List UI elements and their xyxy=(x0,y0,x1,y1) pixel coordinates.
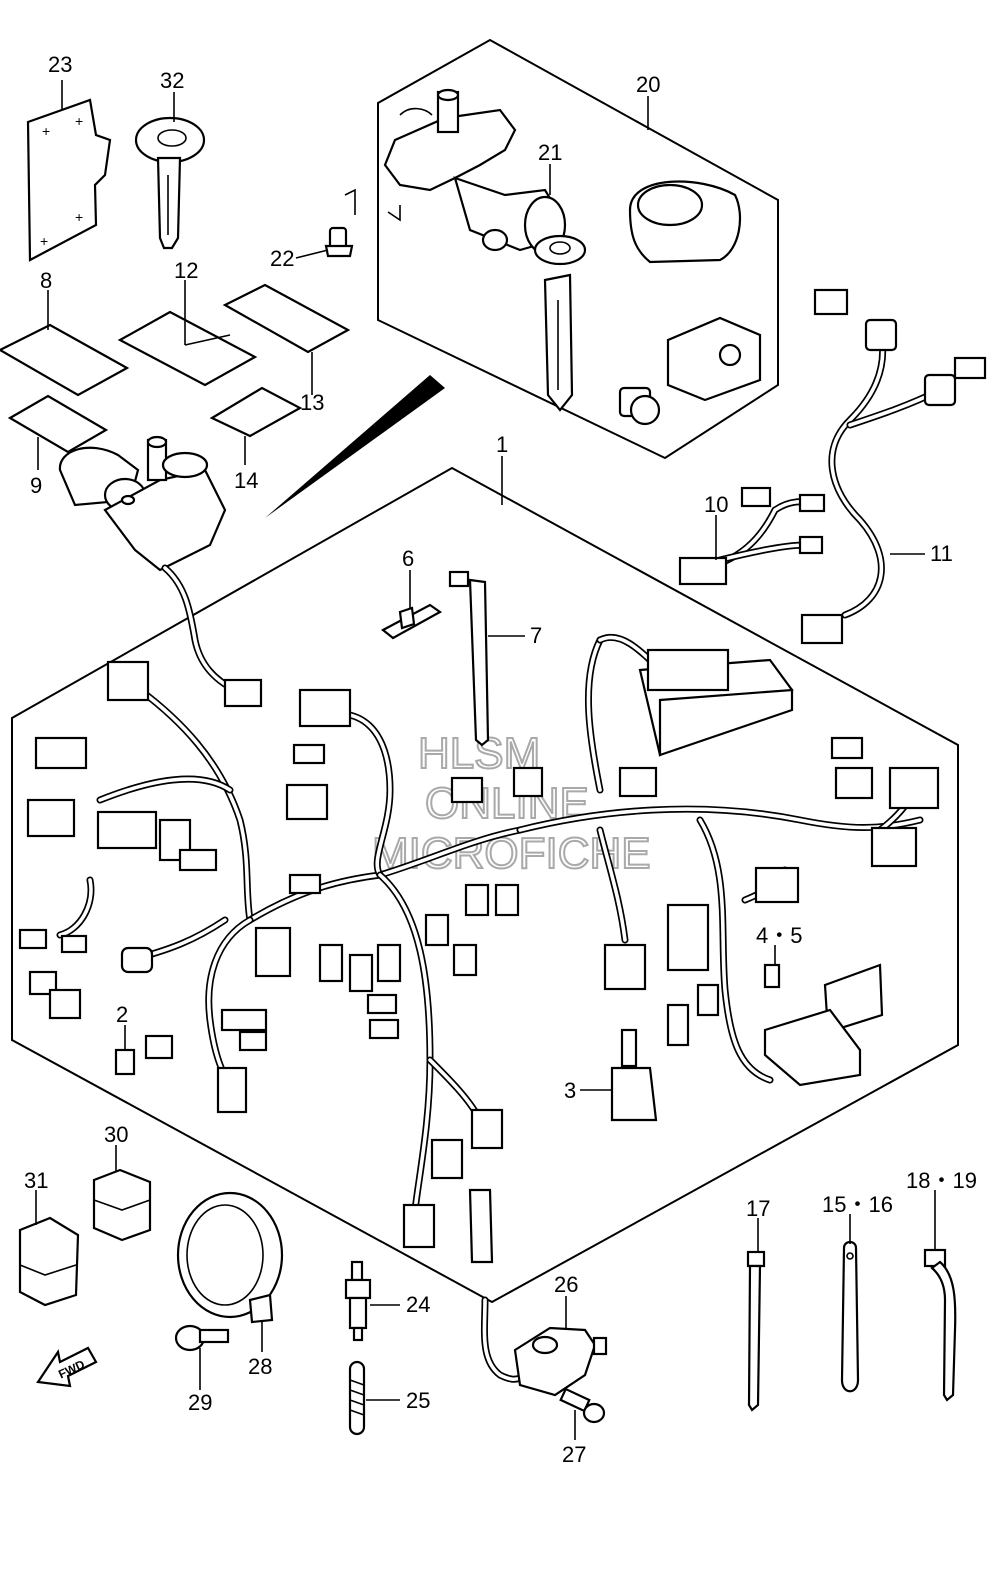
label-part-8 xyxy=(0,323,130,397)
ignition-switch-set-part-20 xyxy=(383,88,762,426)
callout-31: 31 xyxy=(24,1168,48,1193)
callout-12: 12 xyxy=(174,258,198,283)
svg-text:+: + xyxy=(40,233,48,249)
bolt-part-27 xyxy=(559,1387,606,1424)
direction-wedge-icon xyxy=(265,375,445,518)
fuse-box-part-4-5 xyxy=(763,963,884,1087)
ignition-switch-set-frame xyxy=(377,38,779,460)
callout-29: 29 xyxy=(188,1390,212,1415)
key-part-32 xyxy=(134,116,206,250)
callout-28: 28 xyxy=(248,1354,272,1379)
callout-21: 21 xyxy=(538,140,562,165)
callout-30: 30 xyxy=(104,1122,128,1147)
switch-part-24 xyxy=(344,1260,372,1342)
callout-8: 8 xyxy=(40,268,52,293)
main-harness-frame xyxy=(11,466,959,1304)
horn-part-28 xyxy=(176,1191,284,1324)
svg-text:+: + xyxy=(75,209,83,225)
callout-9: 9 xyxy=(30,473,42,498)
sensor-part-3 xyxy=(610,1028,658,1122)
callout-15-16: 15・16 xyxy=(822,1192,893,1217)
band-part-7 xyxy=(448,570,490,747)
callout-20: 20 xyxy=(636,72,660,97)
callout-11: 11 xyxy=(930,541,953,566)
callout-13: 13 xyxy=(300,390,324,415)
callout-10: 10 xyxy=(704,492,728,517)
callout-2: 2 xyxy=(116,1002,128,1027)
cable-tie-part-18-19 xyxy=(923,1248,957,1402)
relay-part-30 xyxy=(92,1168,152,1242)
svg-text:+: + xyxy=(42,123,50,139)
callout-3: 3 xyxy=(564,1078,576,1103)
callout-1: 1 xyxy=(496,432,508,457)
clamp-part-6 xyxy=(381,603,443,640)
connector-part-2 xyxy=(114,1048,136,1076)
cable-tie-part-17 xyxy=(746,1250,766,1412)
harness-connectors xyxy=(18,660,940,1249)
sub-harness-part-10 xyxy=(678,486,826,586)
label-part-13 xyxy=(222,283,351,354)
callout-6: 6 xyxy=(402,546,414,571)
spring-part-25 xyxy=(348,1360,366,1436)
callout-24: 24 xyxy=(406,1292,430,1317)
callout-23: 23 xyxy=(48,52,72,77)
relay-part-31 xyxy=(18,1216,80,1307)
callout-18-19: 18・19 xyxy=(906,1168,977,1193)
label-part-9 xyxy=(7,394,109,454)
ignition-switch-assembly xyxy=(58,435,263,708)
bolt-part-29 xyxy=(174,1324,230,1352)
label-part-14 xyxy=(209,386,303,438)
label-part-12 xyxy=(117,310,258,387)
callout-27: 27 xyxy=(562,1442,586,1467)
callout-25: 25 xyxy=(406,1388,430,1413)
fwd-arrow-icon: FWD xyxy=(36,1346,98,1388)
callout-4-5: 4・5 xyxy=(756,923,802,948)
switch-part-26 xyxy=(468,1188,608,1397)
control-unit-connector xyxy=(638,648,794,757)
svg-text:+: + xyxy=(75,113,83,129)
callout-26: 26 xyxy=(554,1272,578,1297)
callout-17: 17 xyxy=(746,1196,770,1221)
plate-part-23: + + + + xyxy=(26,98,112,262)
main-wiring-harness-part-1 xyxy=(56,633,924,1214)
screw-part-22 xyxy=(324,226,354,258)
sub-harness-part-11 xyxy=(800,288,987,645)
band-part-15-16 xyxy=(840,1240,860,1393)
callout-22: 22 xyxy=(270,246,294,271)
callout-7: 7 xyxy=(530,623,542,648)
callout-14: 14 xyxy=(234,468,258,493)
callout-32: 32 xyxy=(160,68,184,93)
